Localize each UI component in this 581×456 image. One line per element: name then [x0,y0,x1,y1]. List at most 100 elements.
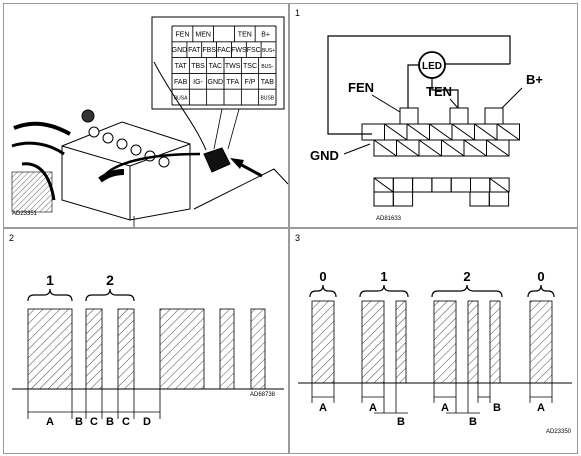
connector-pin-label: IG- [193,79,203,86]
interval-label: C [90,416,98,428]
connector-pin-label: TAT [175,63,188,70]
diagnosis-connector [203,147,231,173]
dimension-ticks [27,389,161,419]
connector-pin-label: B+ [261,31,270,38]
connector-pin-label: BUS- [261,64,273,70]
connector-cell [488,191,510,207]
led-wiring-diagram: LED FEN TEN B+ GND [310,35,543,207]
interval-label: B [75,416,83,428]
panel-pulse-pattern-2: 2 1 2 A B C B C [3,228,289,454]
interval-label: A [46,416,54,428]
connector-pin-label: FAC [217,47,231,54]
group-brace [527,284,555,298]
connector-pin-label: FWS [231,47,247,54]
panel-number: 3 [295,233,301,243]
interval-label: D [143,416,151,428]
connector-cell-diagonal [463,139,487,157]
connector-cell [392,191,414,207]
connector-pin-label: FAB [174,79,188,86]
connector-cell [486,139,510,157]
panel-number: 2 [9,233,15,243]
pulse-bar [361,300,385,384]
pulse-bar [159,308,205,390]
connector-cell-diagonal [406,123,430,141]
connector-cell-diagonal [429,123,453,141]
connector-pin-label: TBS [191,63,205,70]
connector-lower-half [373,177,510,207]
pulse-bar [85,308,103,390]
pulse-diagram-3: 0 1 2 0 A A B A B B A [298,269,572,428]
pulse-bar [529,300,553,384]
connector-pin-label: TFA [226,79,239,86]
connector-cell-diagonal [373,177,394,193]
interval-a-label: A [369,402,377,414]
figure-code: AD68738 [250,392,276,398]
group-brace [309,284,337,298]
connector-pin-label: FAT [188,47,201,54]
dimension-ticks [311,383,553,414]
ten-label: TEN [426,84,452,99]
pulse-bar [467,300,479,384]
group-brace [431,284,503,298]
battery [61,109,191,221]
connector-pin-label: BUS+ [262,48,275,54]
group-label: 0 [537,269,544,284]
interval-b-label: B [397,416,405,428]
connector-cell [392,177,414,193]
fen-label: FEN [348,80,374,95]
pulse-bar [489,300,501,384]
connector-cell [431,177,452,193]
connector-cell-diagonal [489,177,509,193]
connector-cell-diagonal [418,139,442,157]
connector-pin-label: TAC [209,63,222,70]
pulse-bar [250,308,266,390]
connector-pin-label: TAB [261,79,274,86]
interval-label: C [122,416,130,428]
interval-a-label: A [319,402,327,414]
connector-inset-frame [151,16,285,110]
group-brace [85,288,135,302]
interval-a-label: A [537,402,545,414]
interval-b-label: B [493,402,501,414]
panel-number: 1 [295,8,301,18]
connector-cell-diagonal [496,123,520,141]
connector-pin-label: GND [208,79,224,86]
connector-pin-label: TSC [243,63,257,70]
pulse-bar [27,308,73,390]
pulse-bar [311,300,335,384]
connector-pin-label: FEN [175,31,189,38]
group-label: 2 [463,269,470,284]
gnd-label: GND [310,148,339,163]
pulse-diagram-2: 1 2 A B C B C D [12,272,284,428]
connector-cell-diagonal [474,123,498,141]
connector-cell [412,177,433,193]
connector-cell [373,191,394,207]
connector-pin-label: BUSA [174,96,188,102]
connector-pin-label: MEN [195,31,211,38]
connector-cell-diagonal [486,139,510,157]
pulse-bar [433,300,457,384]
connector-cell-diagonal [451,123,475,141]
connector-pin-label: BUSB [261,96,275,102]
group-brace [359,284,409,298]
interval-label: B [106,416,114,428]
figure-code: AD23351 [12,211,38,217]
connector-pin-label: FSC [247,47,261,54]
connector-cell [361,123,385,141]
diagnosis-connector-face [361,123,520,157]
interval-a-label: A [441,402,449,414]
connector-cell [450,177,471,193]
ground-wire [327,35,511,135]
panel-pulse-pattern-3: 3 0 1 2 0 [289,228,578,454]
group-brace [27,288,73,302]
panel-led-wiring: 1 LED FEN TEN B+ GND AD81633 [289,3,578,228]
connector-cell-diagonal [396,139,420,157]
connector-pin [258,88,277,106]
group-label: 1 [380,269,387,284]
pulse-bar [117,308,135,390]
bplus-label: B+ [526,72,543,87]
connector-cell [470,177,491,193]
